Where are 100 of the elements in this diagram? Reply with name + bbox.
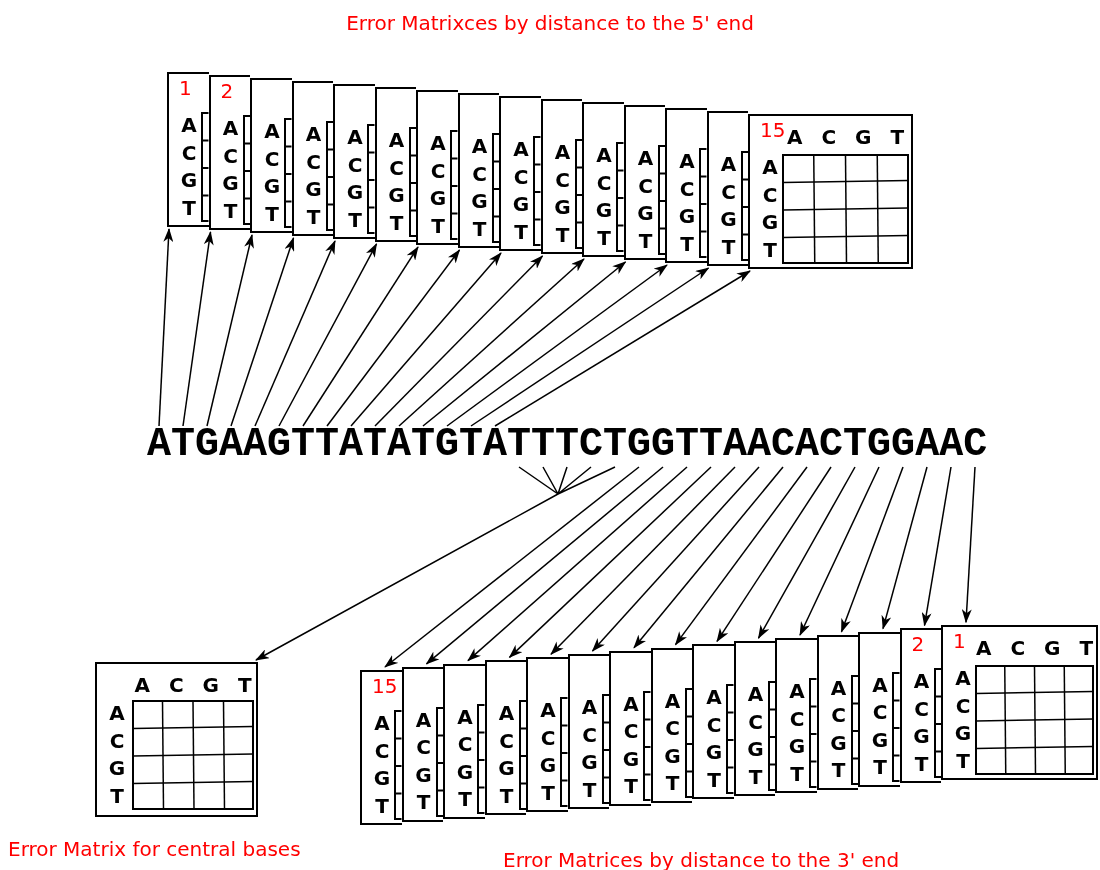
matrix-card bbox=[623, 105, 665, 260]
row-labels: A C G T bbox=[704, 684, 724, 794]
matrix-number: 1 bbox=[179, 77, 192, 99]
row-labels: A C G T bbox=[372, 710, 392, 820]
arrow bbox=[757, 466, 856, 640]
row-labels: A C G T bbox=[760, 154, 780, 264]
matrix-card bbox=[526, 657, 568, 813]
row-labels: A C G T bbox=[345, 124, 365, 234]
row-labels: A C G T bbox=[428, 130, 448, 240]
arrow bbox=[674, 466, 808, 646]
matrix-card bbox=[748, 114, 913, 269]
matrix-card bbox=[333, 84, 375, 239]
arrow bbox=[881, 466, 928, 630]
matrix-number: 2 bbox=[220, 80, 234, 102]
row-labels: A C G T bbox=[470, 133, 489, 243]
arrow bbox=[921, 466, 952, 627]
matrix-card bbox=[665, 108, 707, 263]
arrow bbox=[302, 246, 419, 427]
row-labels: A C G T bbox=[455, 703, 475, 814]
matrix-card bbox=[484, 660, 526, 816]
row-labels: A C G T bbox=[663, 687, 682, 798]
matrix-card bbox=[360, 670, 402, 825]
matrix-card bbox=[567, 654, 609, 809]
row-labels: A C G T bbox=[870, 671, 890, 782]
matrix-card bbox=[650, 647, 692, 803]
row-labels: A C G T bbox=[953, 665, 973, 775]
matrix-card bbox=[457, 93, 499, 248]
arrow bbox=[230, 237, 295, 427]
matrix-card bbox=[167, 72, 209, 227]
matrix-number: 15 bbox=[372, 675, 398, 697]
matrix-card bbox=[706, 111, 748, 266]
row-labels: A C G T bbox=[107, 700, 127, 810]
matrix-card bbox=[374, 87, 416, 242]
row-labels: A C G T bbox=[594, 142, 614, 252]
column-header: A C G T bbox=[785, 126, 906, 148]
column-header: A C G T bbox=[975, 637, 1094, 660]
row-labels: A C G T bbox=[719, 151, 738, 261]
arrow bbox=[470, 267, 710, 427]
matrix-card bbox=[250, 78, 292, 233]
arrow bbox=[446, 264, 668, 427]
row-labels: A C G T bbox=[677, 148, 697, 258]
arrow bbox=[206, 234, 254, 427]
arrow bbox=[494, 270, 751, 427]
arrow bbox=[840, 466, 904, 633]
arrow bbox=[633, 466, 784, 649]
group-caption: Error Matrixces by distance to the 5' end bbox=[345, 10, 755, 37]
row-labels: A C G T bbox=[912, 668, 931, 778]
matrix-card bbox=[609, 650, 651, 806]
arrow bbox=[550, 466, 736, 655]
arrow bbox=[158, 228, 174, 427]
arrow bbox=[799, 466, 880, 636]
row-labels: A C G T bbox=[497, 700, 516, 810]
matrix-card bbox=[540, 99, 582, 254]
row-labels: A C G T bbox=[511, 136, 531, 246]
arrow bbox=[422, 261, 627, 427]
row-labels: A C G T bbox=[221, 115, 240, 225]
arrow bbox=[374, 255, 544, 427]
matrix-card bbox=[733, 641, 775, 797]
arrow bbox=[384, 466, 640, 668]
dna-sequence: ATGAAGTTATATGTATTTCTGGTTAACACTGGAAC bbox=[147, 425, 988, 465]
row-labels: A C G T bbox=[387, 127, 406, 237]
arrow bbox=[255, 466, 616, 661]
row-labels: A C G T bbox=[787, 678, 807, 788]
row-labels: A C G T bbox=[621, 690, 641, 801]
matrix-number: 2 bbox=[911, 633, 925, 656]
arrow bbox=[716, 466, 832, 643]
matrix-card bbox=[858, 631, 900, 787]
arrow bbox=[467, 466, 688, 662]
matrix-card bbox=[499, 96, 541, 251]
row-labels: A C G T bbox=[538, 697, 558, 807]
matrix-card bbox=[291, 81, 333, 236]
row-labels: A C G T bbox=[580, 694, 599, 804]
row-labels: A C G T bbox=[746, 681, 765, 791]
arrow bbox=[961, 466, 976, 624]
column-header: A C G T bbox=[133, 674, 253, 696]
matrix-number: 15 bbox=[760, 119, 786, 141]
row-labels: A C G T bbox=[829, 674, 848, 785]
matrix-card bbox=[816, 634, 858, 790]
matrix-number: 1 bbox=[953, 630, 966, 653]
matrix-card bbox=[899, 628, 941, 784]
arrow bbox=[398, 258, 585, 427]
row-labels: A C G T bbox=[179, 112, 199, 222]
matrix-card bbox=[582, 102, 624, 257]
row-labels: A C G T bbox=[262, 118, 282, 228]
matrix-card bbox=[443, 663, 485, 819]
arrow bbox=[182, 231, 214, 427]
row-labels: A C G T bbox=[553, 139, 572, 249]
matrix-card bbox=[775, 638, 817, 793]
arrow bbox=[591, 466, 760, 652]
matrix-card bbox=[941, 625, 1098, 781]
row-labels: A C G T bbox=[304, 121, 323, 231]
arrow bbox=[350, 252, 502, 427]
matrix-card bbox=[416, 90, 458, 245]
arrow bbox=[326, 249, 461, 427]
matrix-caption: Error Matrix for central bases bbox=[8, 836, 301, 863]
row-labels: A C G T bbox=[414, 706, 433, 817]
arrow bbox=[425, 466, 664, 665]
matrix-card bbox=[692, 644, 734, 800]
arrow bbox=[508, 466, 712, 659]
matrix-card bbox=[208, 75, 250, 230]
